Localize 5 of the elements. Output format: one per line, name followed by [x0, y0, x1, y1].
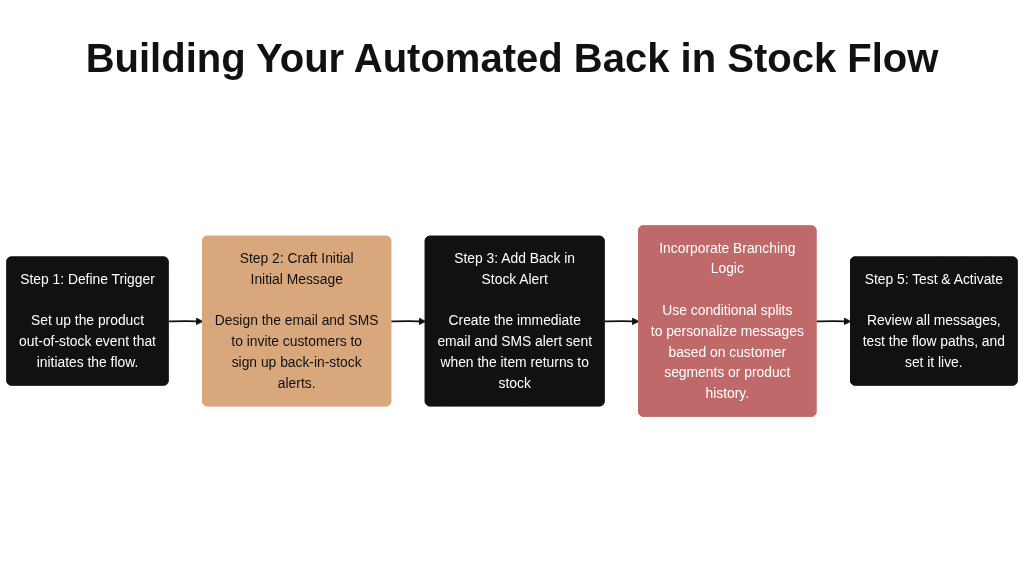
arrow: [390, 317, 427, 326]
arrow: [815, 317, 852, 326]
title: Building Your Automated Back in Stock Flow: [84, 36, 940, 81]
arrow: [603, 317, 640, 326]
arrow: [167, 317, 204, 326]
